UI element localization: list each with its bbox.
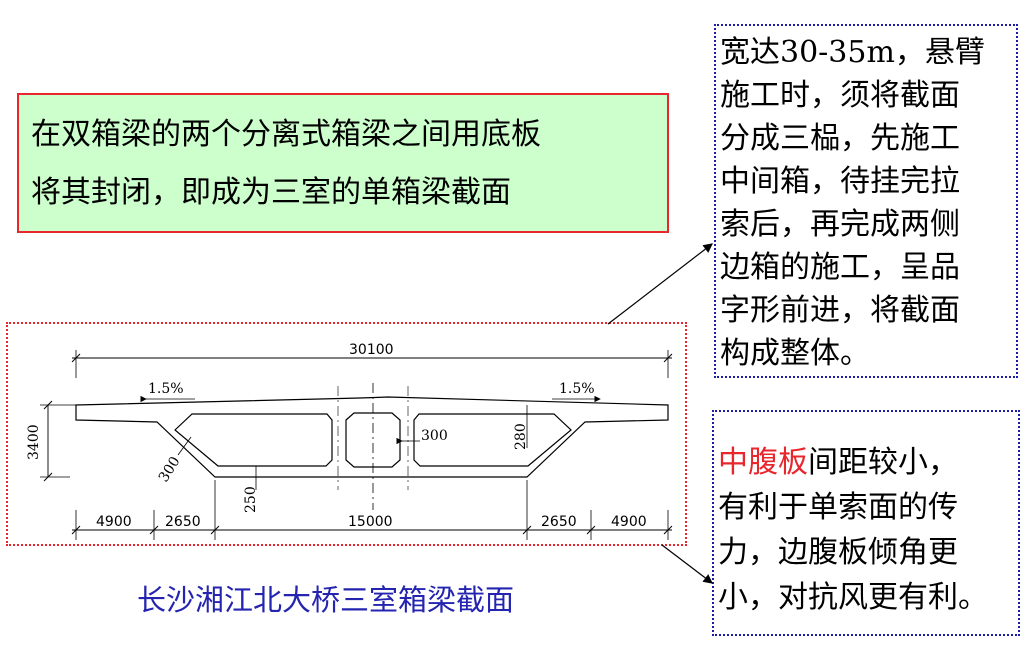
note-web-box: 中腹板间距较小， 有利于单索面的传 力，边腹板倾角更 小，对抗风更有利。 [712, 410, 1020, 636]
dim-web-outer-line [177, 436, 192, 456]
box-girder-outline [75, 396, 669, 478]
summary-box: 在双箱梁的两个分离式箱梁之间用底板 将其封闭，即成为三室的单箱梁截面 [17, 93, 669, 233]
note-construction-line-3: 分成三榀，先施工 [720, 121, 960, 156]
dim-height: 3400 [26, 424, 42, 460]
note-construction-line-5: 索后，再完成两侧 [720, 207, 960, 242]
summary-line-1: 在双箱梁的两个分离式箱梁之间用底板 [31, 117, 541, 152]
tick-height-top [43, 400, 53, 410]
note-web-line-1-rest: 间距较小， [808, 445, 958, 480]
dim-seg-4900-right: 4900 [611, 514, 647, 530]
dim-seg-15000: 15000 [348, 514, 393, 530]
seg-tick-2 [149, 525, 159, 535]
dim-web-outer: 300 [156, 454, 184, 485]
seg-tick-6 [663, 525, 673, 535]
note-construction-line-8: 构成整体。 [720, 336, 870, 371]
note-web-line-3: 力，边腹板倾角更 [718, 535, 958, 570]
note-web-line-4: 小，对抗风更有利。 [718, 580, 988, 615]
seg-tick-1 [71, 525, 81, 535]
note-construction-line-7: 字形前进，将截面 [720, 293, 960, 328]
cross-section-frame [6, 322, 687, 546]
tick-height-bottom [43, 472, 53, 482]
summary-line-2: 将其封闭，即成为三室的单箱梁截面 [31, 175, 511, 210]
note-construction-line-4: 中间箱，待挂完拉 [720, 164, 960, 199]
note-construction-box: 宽达30-35m，悬臂 施工时，须将截面 分成三榀，先施工 中间箱，待挂完拉 索… [714, 24, 1018, 378]
seg-tick-4 [522, 525, 532, 535]
slope-left-label: 1.5% [148, 381, 184, 397]
figure-caption: 长沙湘江北大桥三室箱梁截面 [137, 583, 515, 617]
dim-web-thickness: 300 [421, 428, 448, 444]
dim-slab: 280 [513, 423, 529, 450]
note-web-line-1: 中腹板间距较小， [718, 444, 958, 482]
left-cell [174, 413, 333, 467]
callout-arrow-upper [607, 243, 713, 325]
seg-tick-3 [210, 525, 220, 535]
note-web-line-2: 有利于单索面的传 [718, 490, 958, 525]
tick-total-right [663, 353, 673, 363]
slope-right-label: 1.5% [559, 381, 595, 397]
note-construction-line-2: 施工时，须将截面 [720, 78, 960, 113]
dim-total-width: 30100 [349, 342, 394, 358]
seg-tick-5 [586, 525, 596, 535]
callout-arrow-lower [661, 544, 713, 584]
middle-cell [345, 412, 401, 468]
tick-total-left [71, 353, 81, 363]
dim-seg-4900-left: 4900 [96, 514, 132, 530]
note-web-highlight: 中腹板 [718, 445, 808, 480]
dim-bottom: 250 [243, 486, 259, 513]
right-cell [413, 413, 572, 467]
note-construction-line-1: 宽达30-35m，悬臂 [720, 35, 985, 70]
note-construction-line-6: 边箱的施工，呈品 [720, 250, 960, 285]
dim-seg-2650-right: 2650 [541, 514, 577, 530]
dim-seg-2650-left: 2650 [165, 514, 201, 530]
